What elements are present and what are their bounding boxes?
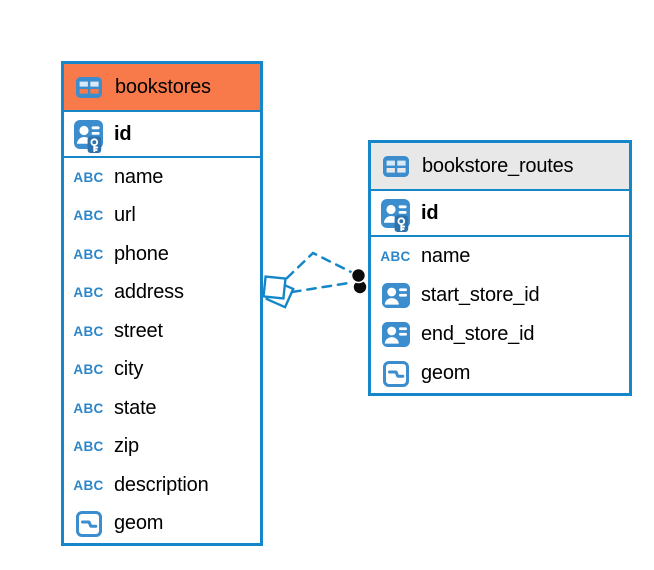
column-name: zip	[114, 435, 139, 458]
column-name: url	[114, 204, 136, 227]
text-type-icon: ABC	[73, 246, 104, 262]
table-bookstores[interactable]: bookstores id ABC name ABC url ABC phone…	[61, 61, 263, 546]
column-row[interactable]: ABC state	[64, 389, 260, 428]
text-type-icon: ABC	[73, 400, 104, 416]
column-name: name	[421, 245, 471, 267]
column-row-id[interactable]: id	[64, 112, 260, 158]
column-row-id[interactable]: id	[371, 191, 629, 237]
source-marker-stacked-squares[interactable]	[262, 275, 295, 309]
text-type-icon: ABC	[73, 362, 104, 378]
text-type-icon: ABC	[73, 323, 104, 339]
column-row[interactable]: ABC url	[64, 196, 260, 235]
column-row[interactable]: start_store_id	[371, 276, 629, 315]
table-bookstore-routes-header[interactable]: bookstore_routes	[371, 143, 629, 191]
column-row[interactable]: ABC address	[64, 273, 260, 312]
column-name: id	[421, 201, 439, 224]
table-icon	[72, 76, 105, 98]
relationship-line-upper[interactable]	[285, 251, 353, 280]
primary-key-icon	[379, 195, 412, 232]
column-row[interactable]: ABC description	[64, 466, 260, 505]
column-name: state	[114, 396, 157, 419]
table-bookstore-routes[interactable]: bookstore_routes id ABC name start_store…	[368, 140, 632, 396]
column-row[interactable]: end_store_id	[371, 315, 629, 354]
column-row[interactable]: ABC name	[371, 237, 629, 276]
foreign-key-icon	[379, 283, 412, 308]
text-type-icon: ABC	[73, 208, 104, 224]
text-type-icon: ABC	[380, 249, 411, 264]
table-icon	[379, 155, 412, 177]
column-name: description	[114, 473, 209, 496]
table-title: bookstore_routes	[422, 154, 574, 177]
column-name: name	[114, 165, 164, 188]
geometry-type-icon	[72, 510, 105, 537]
column-row[interactable]: geom	[371, 354, 629, 393]
column-name: phone	[114, 242, 169, 265]
text-type-icon: ABC	[73, 169, 104, 185]
primary-key-icon	[72, 116, 105, 153]
text-type-icon: ABC	[73, 439, 104, 455]
text-type-icon: ABC	[73, 477, 104, 493]
column-name: start_store_id	[421, 284, 540, 306]
geometry-type-icon	[379, 360, 412, 387]
column-row[interactable]: ABC name	[64, 158, 260, 197]
column-name: end_store_id	[421, 323, 535, 345]
column-name: address	[114, 281, 184, 304]
column-row[interactable]: ABC zip	[64, 427, 260, 466]
relationship-line-lower[interactable]	[290, 281, 351, 294]
target-marker-stacked-dots[interactable]	[350, 267, 368, 295]
column-name: city	[114, 358, 144, 381]
column-row[interactable]: geom	[64, 504, 260, 543]
text-type-icon: ABC	[73, 285, 104, 301]
column-name: id	[114, 122, 132, 145]
column-name: geom	[114, 512, 164, 535]
table-bookstores-header[interactable]: bookstores	[64, 64, 260, 112]
column-row[interactable]: ABC street	[64, 312, 260, 351]
column-name: geom	[421, 362, 471, 384]
foreign-key-icon	[379, 322, 412, 347]
column-name: street	[114, 319, 163, 342]
table-title: bookstores	[115, 75, 211, 98]
column-row[interactable]: ABC phone	[64, 235, 260, 274]
column-row[interactable]: ABC city	[64, 350, 260, 389]
